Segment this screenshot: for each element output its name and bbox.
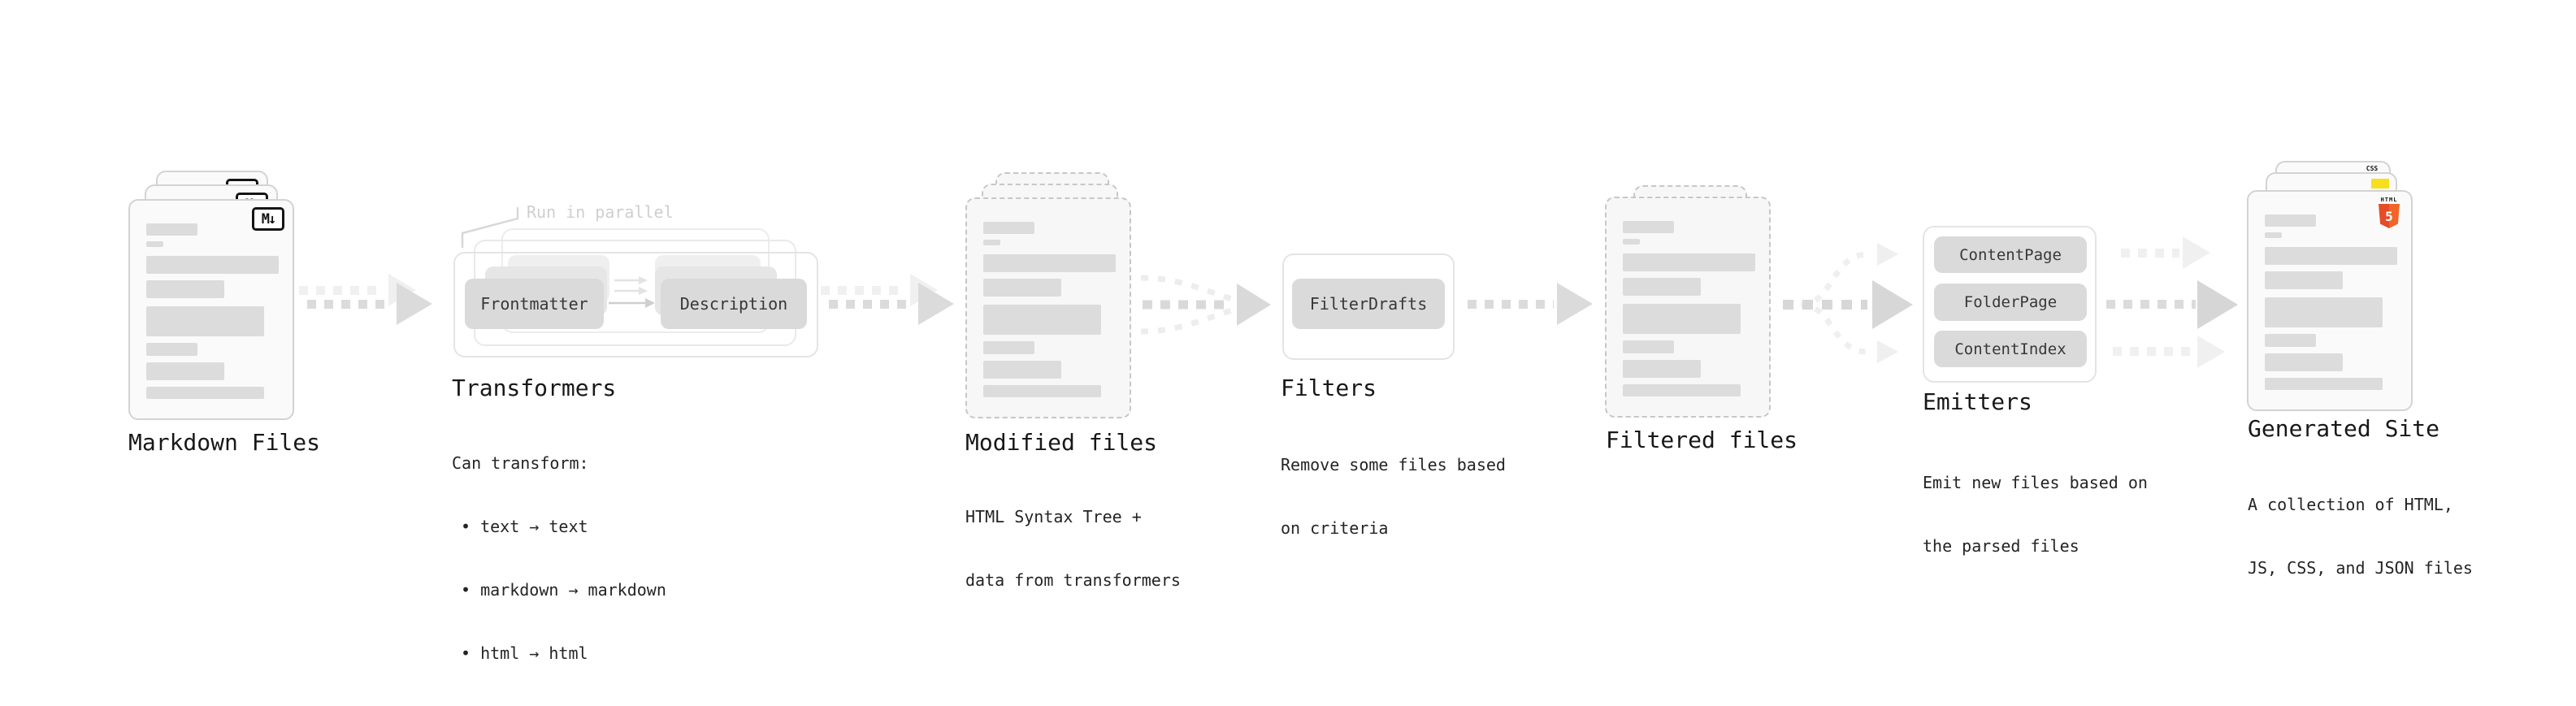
doc-text-bar [2265,232,2282,238]
doc-text-bar [983,254,1116,272]
doc-text-bar [2265,334,2316,347]
emitter-box-content-index: ContentIndex [1934,331,2087,367]
pipeline-diagram: M↓ M↓ M↓ Markdown Files Run in parallel [128,161,2473,663]
emitter-box-content-page: ContentPage [1934,236,2087,273]
run-in-parallel-label: Run in parallel [527,202,674,222]
filters-title: Filters [1281,375,1377,401]
doc-text-bar [983,385,1101,397]
doc-text-bar [983,279,1061,297]
transformer-frame-front [453,252,818,357]
filtered-files-title: Filtered files [1606,427,1798,453]
filterdrafts-box: FilterDrafts [1292,279,1445,329]
description-box: Description [661,279,807,329]
doc-text-bar [2265,378,2383,390]
doc-text-bar [1623,384,1741,396]
doc-text-bar [146,343,197,356]
doc-text-bar [2265,297,2383,327]
can-transform-heading: Can transform: [452,453,589,473]
transformers-title: Transformers [452,375,617,401]
doc-text-bar [1623,304,1741,334]
emitters-subtitle: Emit new files based on the parsed files [1923,473,2148,556]
doc-text-bar [2265,353,2343,371]
modified-files-subtitle: HTML Syntax Tree + data from transformer… [965,507,1181,590]
markdown-files-title: Markdown Files [128,429,321,456]
doc-text-bar [983,222,1034,234]
doc-text-bar [146,362,224,380]
generated-site-title: Generated Site [2248,415,2440,442]
markdown-icon: M↓ [252,207,284,231]
site-file-card-front: HTML 5 [2247,190,2413,411]
doc-text-bar [983,341,1034,354]
doc-text-bar [983,361,1061,379]
modified-file-card-front [965,197,1131,418]
filtered-file-card-front [1605,197,1771,418]
parallel-transform-arrows [609,276,655,308]
arrow-filtered-to-emitters [1783,243,1913,363]
emitters-title: Emitters [1923,388,2032,415]
doc-text-bar [1623,221,1674,233]
html5-icon: HTML 5 [2377,197,2401,228]
doc-text-bar [146,280,224,298]
doc-text-bar [1623,239,1640,245]
arrow-modified-to-filters [1140,275,1271,335]
doc-text-bar [2265,247,2397,265]
doc-text-bar [1623,360,1701,378]
js-file-icon [2371,179,2389,188]
emitter-box-folder-page: FolderPage [1934,284,2087,321]
bullet-item: • markdown → markdown [461,580,666,600]
filters-frame [1282,253,1455,360]
doc-text-bar [983,240,1000,245]
markdown-file-card-front: M↓ [128,199,294,420]
doc-text-bar [1623,340,1674,353]
filters-subtitle: Remove some files based on criteria [1281,455,1506,538]
doc-text-bar [146,306,264,336]
bullet-item: • text → text [461,517,588,536]
doc-text-bar [1623,253,1755,271]
modified-files-title: Modified files [965,429,1158,456]
doc-text-bar [146,223,197,236]
frontmatter-box: Frontmatter [465,279,604,329]
generated-site-subtitle: A collection of HTML, JS, CSS, and JSON … [2248,495,2473,578]
doc-text-bar [1623,278,1701,296]
bullet-item: • html → html [461,643,588,663]
annotation-leader-line [461,207,519,248]
doc-text-bar [2265,271,2343,289]
doc-text-bar [146,387,264,399]
doc-text-bar [146,241,163,247]
doc-text-bar [2265,214,2316,227]
transformers-description: Can transform: • text → text • markdown … [452,410,666,706]
doc-text-bar [983,305,1101,335]
doc-text-bar [146,256,279,274]
emitters-frame [1923,226,2097,383]
